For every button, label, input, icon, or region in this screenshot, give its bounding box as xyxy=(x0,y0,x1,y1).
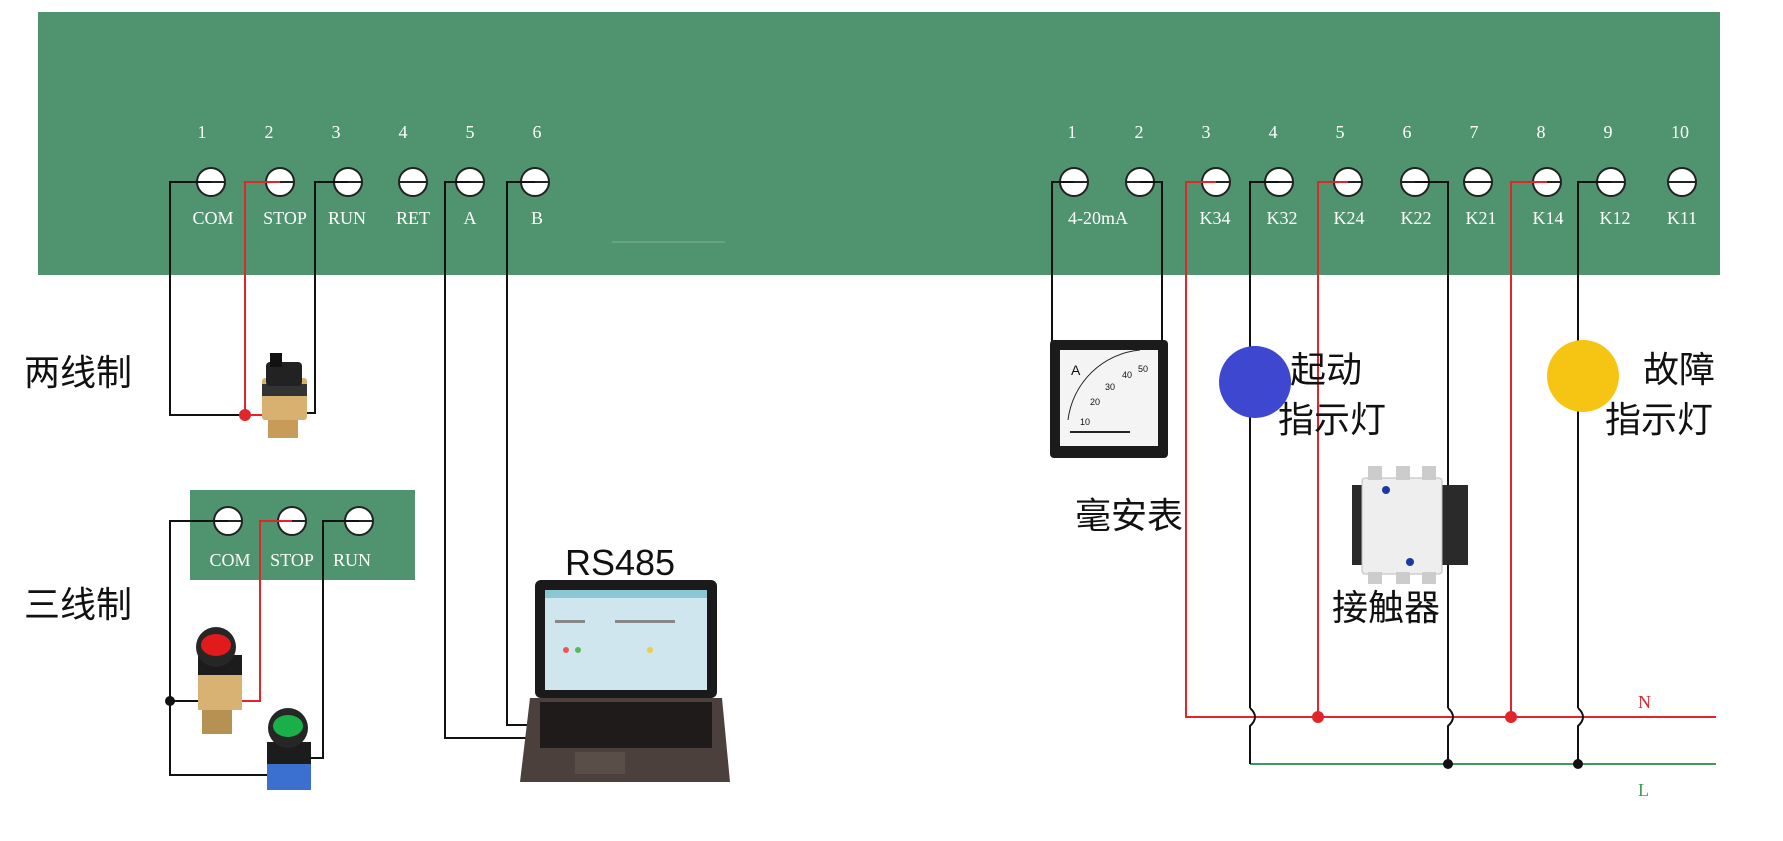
terminal-screw-icon xyxy=(398,167,428,197)
terminal-number: 4 xyxy=(1269,122,1278,142)
terminal-label: STOP xyxy=(270,550,314,570)
rs485-caption: RS485 xyxy=(565,542,675,583)
laptop-icon xyxy=(520,580,730,782)
three-wire-caption: 三线制 xyxy=(24,585,132,626)
ammeter-scale-unit: A xyxy=(1071,362,1081,378)
rs485-wiring xyxy=(444,181,545,739)
terminal-label: A xyxy=(464,208,477,228)
ammeter-scale-label: 50 xyxy=(1138,364,1148,374)
terminal-label: K11 xyxy=(1667,208,1697,228)
contactor-icon xyxy=(1352,466,1468,584)
terminal-number: 5 xyxy=(1336,122,1345,142)
right-terminal-block: 1 2 3 4 5 6 7 8 9 10 4-20mA K34 K32 K24 … xyxy=(1059,122,1697,228)
terminal-number: 1 xyxy=(198,122,207,142)
ammeter-scale-label: 40 xyxy=(1122,370,1132,380)
ammeter-caption: 毫安表 xyxy=(1075,496,1183,537)
selector-switch-icon xyxy=(262,353,307,438)
terminal-label: STOP xyxy=(263,208,307,228)
terminal-number: 3 xyxy=(1202,122,1211,142)
terminal-number: 2 xyxy=(1135,122,1144,142)
terminal-screw-icon xyxy=(1463,167,1493,197)
terminal-label: 4-20mA xyxy=(1068,208,1128,228)
terminal-number: 2 xyxy=(265,122,274,142)
terminal-number: 5 xyxy=(466,122,475,142)
contactor-caption: 接触器 xyxy=(1332,588,1440,629)
terminal-number: 4 xyxy=(399,122,408,142)
terminal-label: RUN xyxy=(328,208,366,228)
green-push-button-icon xyxy=(267,708,311,790)
relay-output-wiring xyxy=(1185,181,1716,765)
ammeter-scale-label: 30 xyxy=(1105,382,1115,392)
terminal-label: K12 xyxy=(1600,208,1631,228)
terminal-screw-icon xyxy=(1667,167,1697,197)
wire-junction xyxy=(1443,759,1453,769)
ammeter-icon: A 10 20 30 40 50 xyxy=(1050,340,1168,458)
wire-junction xyxy=(1573,759,1583,769)
terminal-board xyxy=(38,12,1720,275)
terminal-label: K22 xyxy=(1401,208,1432,228)
wire-junction xyxy=(1505,711,1517,723)
fault-lamp-caption-line1: 故障 xyxy=(1643,350,1715,391)
neutral-bus-label: N xyxy=(1638,692,1651,712)
terminal-number: 9 xyxy=(1604,122,1613,142)
start-lamp-caption-line1: 起动 xyxy=(1290,350,1362,391)
ammeter-scale-label: 20 xyxy=(1090,397,1100,407)
terminal-label: RET xyxy=(396,208,430,228)
terminal-label: RUN xyxy=(333,550,371,570)
fault-lamp-caption-line2: 指示灯 xyxy=(1605,400,1713,441)
terminal-label: K24 xyxy=(1334,208,1365,228)
three-wire-wiring xyxy=(169,520,359,776)
wire-junction xyxy=(165,696,175,706)
terminal-label: COM xyxy=(209,550,250,570)
terminal-label: K14 xyxy=(1533,208,1564,228)
wire-junction xyxy=(1312,711,1324,723)
two-wire-caption: 两线制 xyxy=(24,353,132,394)
start-lamp-caption-line2: 指示灯 xyxy=(1278,400,1386,441)
ammeter-wiring xyxy=(1051,181,1163,345)
start-indicator-lamp-icon xyxy=(1219,346,1291,418)
fault-indicator-lamp-icon xyxy=(1547,340,1619,412)
ammeter-scale-label: 10 xyxy=(1080,417,1090,427)
terminal-number: 6 xyxy=(1403,122,1412,142)
terminal-number: 10 xyxy=(1671,122,1689,142)
terminal-number: 3 xyxy=(332,122,341,142)
terminal-label: COM xyxy=(192,208,233,228)
red-push-button-icon xyxy=(196,627,242,734)
wire-junction xyxy=(239,409,251,421)
terminal-label: K21 xyxy=(1466,208,1497,228)
terminal-number: 6 xyxy=(533,122,542,142)
line-bus-label: L xyxy=(1638,780,1649,800)
terminal-label: K34 xyxy=(1200,208,1231,228)
terminal-number: 7 xyxy=(1470,122,1479,142)
two-wire-wiring xyxy=(169,181,348,416)
terminal-label: B xyxy=(531,208,543,228)
terminal-number: 1 xyxy=(1068,122,1077,142)
terminal-label: K32 xyxy=(1267,208,1298,228)
terminal-number: 8 xyxy=(1537,122,1546,142)
